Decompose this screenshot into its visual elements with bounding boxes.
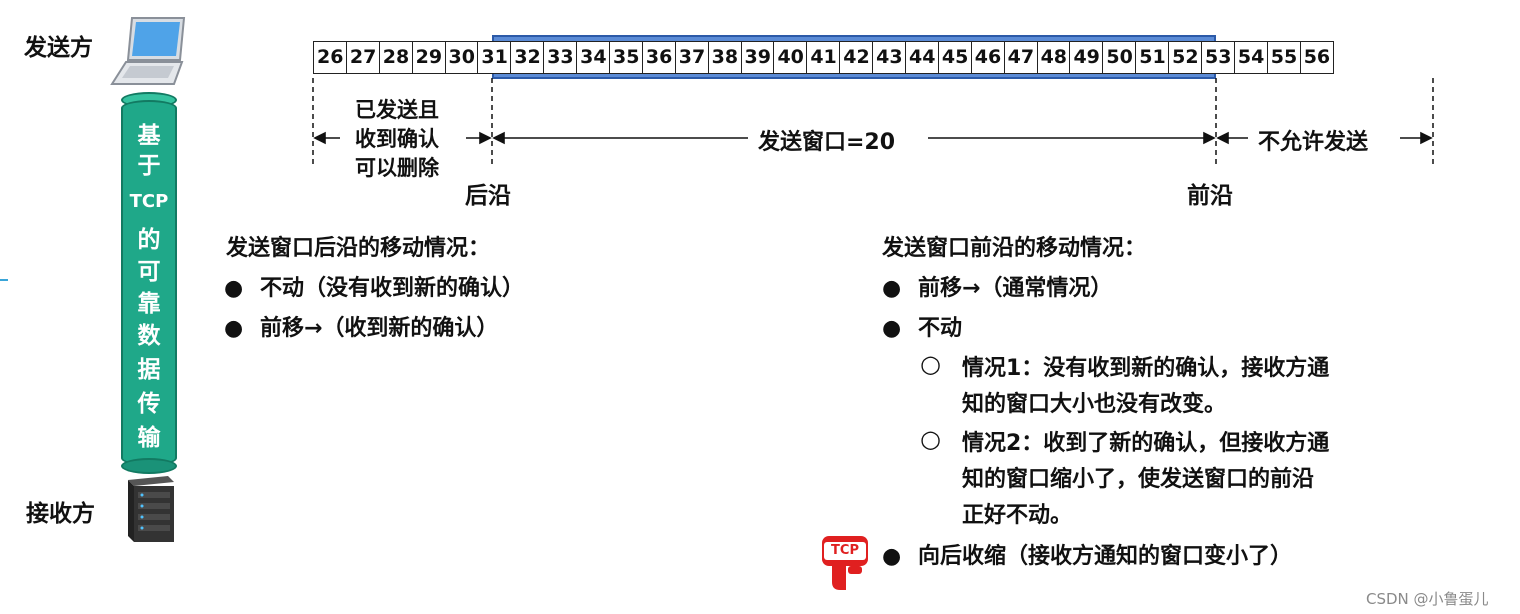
bullet: ● <box>882 276 902 301</box>
seq-cell-45: 45 <box>937 41 973 74</box>
item-text: 不动 <box>918 316 963 341</box>
leading-item-1: ● 前移→（通常情况） <box>882 270 1112 302</box>
trailing-item-1: ● 不动（没有收到新的确认） <box>224 270 524 302</box>
server-icon <box>128 476 174 542</box>
seq-cell-41: 41 <box>806 41 841 74</box>
sub-bullet-2: ○ <box>920 425 941 453</box>
seq-cell-54: 54 <box>1233 41 1269 74</box>
seq-cell-31: 31 <box>477 41 512 74</box>
pipe-char: 传 <box>137 391 161 417</box>
tcp-thumbs-down-icon: TCP <box>818 532 874 592</box>
case2-line-1: 情况2：收到了新的确认，但接收方通 <box>962 431 1330 456</box>
seq-cell-26: 26 <box>313 41 348 74</box>
seq-cell-30: 30 <box>444 41 479 74</box>
item-text: 前移→（通常情况） <box>918 276 1113 301</box>
pipe-char: 数 <box>137 323 161 349</box>
leading-edge-title: 发送窗口前沿的移动情况： <box>882 236 1147 261</box>
pipe-char: 基 <box>137 123 161 149</box>
pipe-char: 输 <box>137 425 161 451</box>
seq-cell-27: 27 <box>345 41 381 74</box>
case2-line-3: 正好不动。 <box>962 503 1073 528</box>
seq-cell-38: 38 <box>707 41 743 74</box>
seq-cell-42: 42 <box>839 41 874 74</box>
send-window-label: 发送窗口=20 <box>758 130 896 155</box>
seq-cell-28: 28 <box>378 41 414 74</box>
seq-cell-43: 43 <box>872 41 907 74</box>
seq-cell-52: 52 <box>1168 41 1203 74</box>
case2-line-2: 知的窗口缩小了，使发送窗口的前沿 <box>962 467 1315 492</box>
sent-acked-line-3: 可以删除 <box>355 156 439 180</box>
case1-line-2: 知的窗口大小也没有改变。 <box>962 392 1227 417</box>
bullet: ● <box>882 316 902 341</box>
item-text: 前移→（收到新的确认） <box>260 316 499 341</box>
seq-cell-47: 47 <box>1003 41 1039 74</box>
leading-item-3: ● 向后收缩（接收方通知的窗口变小了） <box>882 538 1292 570</box>
seq-cell-48: 48 <box>1036 41 1071 74</box>
seq-cell-49: 49 <box>1069 41 1104 74</box>
pipe-char: 于 <box>137 153 161 179</box>
seq-cell-36: 36 <box>641 41 677 74</box>
pipe-char: 靠 <box>137 291 161 317</box>
seq-cell-40: 40 <box>773 41 808 74</box>
bullet: ● <box>882 544 902 569</box>
pipe-char: 据 <box>137 357 161 383</box>
left-tick <box>0 279 8 281</box>
seq-cell-39: 39 <box>740 41 775 74</box>
pipe-char: TCP <box>129 191 169 212</box>
tcp-badge-text: TCP <box>824 542 866 560</box>
item-text: 不动（没有收到新的确认） <box>260 276 525 301</box>
seq-cell-29: 29 <box>411 41 447 74</box>
seq-cell-51: 51 <box>1135 41 1170 74</box>
item-text: 向后收缩（接收方通知的窗口变小了） <box>918 544 1293 569</box>
trailing-edge-label: 后沿 <box>465 183 511 209</box>
reliable-transfer-pipe <box>121 100 177 466</box>
bullet: ● <box>224 276 244 301</box>
seq-cell-34: 34 <box>576 41 611 74</box>
region-arrows <box>312 78 1434 168</box>
trailing-edge-title: 发送窗口后沿的移动情况： <box>226 236 491 261</box>
seq-cell-46: 46 <box>970 41 1006 74</box>
bullet: ● <box>224 316 244 341</box>
seq-cell-55: 55 <box>1266 41 1302 74</box>
receiver-label: 接收方 <box>26 501 95 527</box>
seq-cell-56: 56 <box>1299 41 1335 74</box>
seq-cell-44: 44 <box>905 41 940 74</box>
trailing-item-2: ● 前移→（收到新的确认） <box>224 310 498 342</box>
leading-item-2: ● 不动 <box>882 310 962 342</box>
sent-acked-line-2: 收到确认 <box>355 127 439 151</box>
pipe-char: 可 <box>137 259 161 285</box>
sent-acked-line-1: 已发送且 <box>355 98 439 122</box>
pipe-char: 的 <box>137 227 161 253</box>
not-allowed-label: 不允许发送 <box>1258 130 1369 155</box>
laptop-icon <box>110 17 186 85</box>
seq-cell-37: 37 <box>674 41 710 74</box>
seq-cell-35: 35 <box>609 41 644 74</box>
seq-cell-53: 53 <box>1201 41 1236 74</box>
sender-label: 发送方 <box>24 35 93 61</box>
seq-cell-50: 50 <box>1102 41 1137 74</box>
seq-cell-32: 32 <box>510 41 545 74</box>
seq-cell-33: 33 <box>543 41 578 74</box>
sub-bullet-1: ○ <box>920 350 941 378</box>
watermark: CSDN @小鲁蛋儿 <box>1366 590 1489 608</box>
pipe-bottom <box>121 458 177 474</box>
case1-line-1: 情况1：没有收到新的确认，接收方通 <box>962 356 1330 381</box>
leading-edge-label: 前沿 <box>1187 183 1233 209</box>
